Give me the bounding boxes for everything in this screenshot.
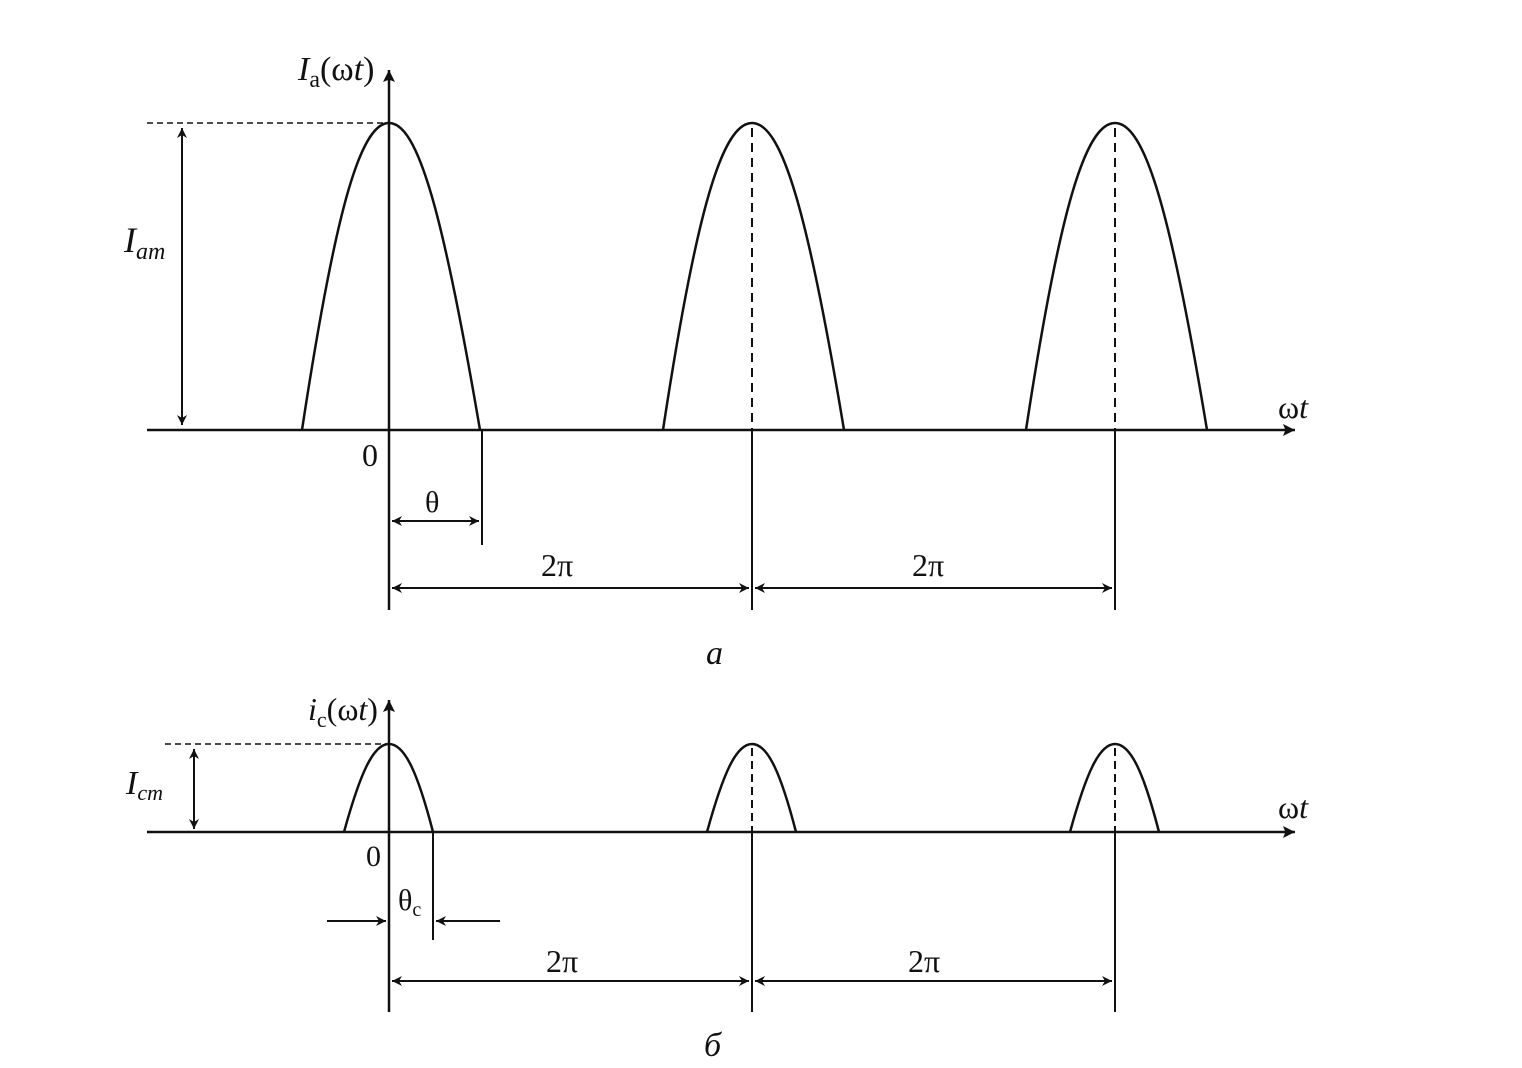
panel-a-y-axis-label: Ia(ωt) <box>297 51 374 93</box>
panel-b-pulse-3 <box>1068 742 1161 833</box>
panel-a-theta-label: θ <box>425 486 439 519</box>
panel-a-pulse-1 <box>300 121 482 431</box>
panel-b-origin-label: 0 <box>366 840 381 873</box>
panel-b-pulse-1 <box>342 742 435 833</box>
panel-b-pulse-2 <box>705 742 798 833</box>
panel-a-origin-label: 0 <box>362 437 378 473</box>
panel-b-amplitude-label: Icm <box>125 765 163 805</box>
panel-a-labels: Ia(ωt) ωt 0 Iam θ 2π 2π а <box>123 51 1309 672</box>
panel-b-caption: б <box>704 1027 723 1064</box>
panel-b-theta-label: θc <box>398 884 421 921</box>
panel-a-period-label-2: 2π <box>912 547 944 583</box>
panel-a-period-label-1: 2π <box>541 547 573 583</box>
panel-a-x-axis-label: ωt <box>1278 389 1309 425</box>
panel-b-y-axis-label: ic(ωt) <box>308 691 378 732</box>
panel-b <box>147 700 1295 1012</box>
panel-a <box>147 70 1295 610</box>
panel-a-amplitude-label: Iam <box>123 220 165 265</box>
panel-b-x-axis-label: ωt <box>1278 789 1309 825</box>
panel-a-caption: а <box>706 635 723 672</box>
panel-b-period-label-1: 2π <box>546 943 578 979</box>
panel-b-period-label-2: 2π <box>908 943 940 979</box>
panel-b-labels: ic(ωt) ωt 0 Icm θc 2π 2π б <box>125 691 1309 1064</box>
panel-a-pulse-2 <box>661 121 846 431</box>
panel-a-pulse-3 <box>1024 121 1209 431</box>
